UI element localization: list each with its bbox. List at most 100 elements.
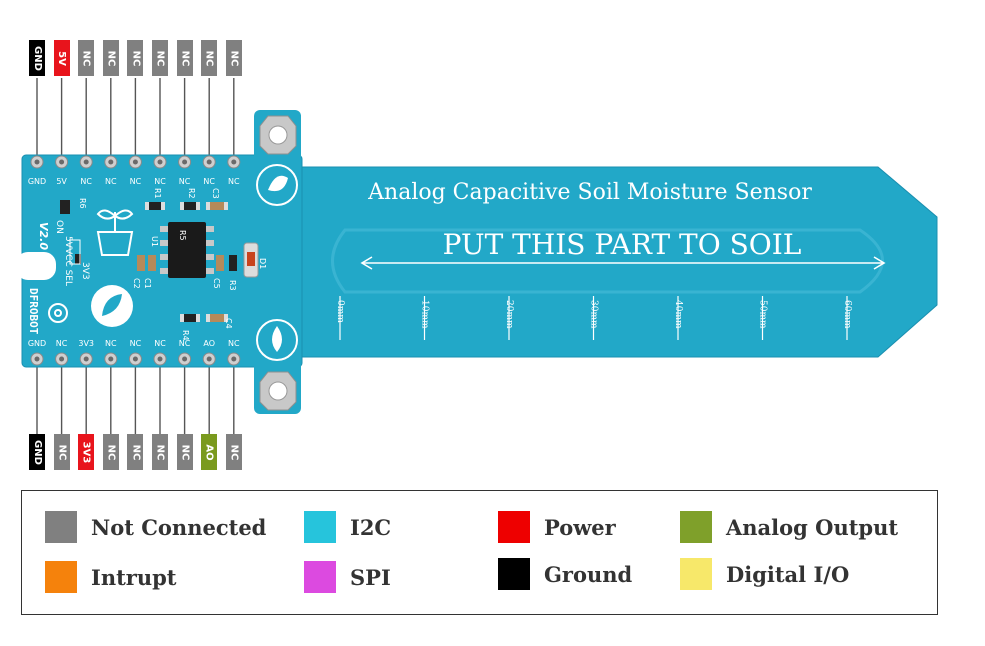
chip-u1 <box>160 222 214 278</box>
pin-hole <box>59 356 65 362</box>
pin-tag-label: NC <box>80 50 92 66</box>
silk-bottom-label: NC <box>130 339 142 348</box>
scale-label: 10mm <box>420 300 430 329</box>
mounting-hole-bottom <box>259 371 297 411</box>
silk-top-label: NC <box>130 177 142 186</box>
silk-bottom-label: AO <box>203 339 215 348</box>
legend-swatch <box>45 511 77 543</box>
insert-arrow <box>360 256 886 270</box>
sprout-emblem-icon <box>96 209 134 256</box>
silk-top-label: GND <box>28 177 46 186</box>
silk-top-label: NC <box>203 177 215 186</box>
pin-hole <box>132 356 138 362</box>
mounting-hole-top <box>259 115 297 155</box>
pin-hole <box>108 356 114 362</box>
component-label: C1 <box>143 278 152 289</box>
leaf-shape <box>268 175 288 192</box>
pin-tag-nc: NC <box>176 40 193 76</box>
board-brand: DFROBOT <box>27 288 40 335</box>
legend-item-spi: SPI <box>304 561 391 593</box>
component-label: R4 <box>181 330 190 341</box>
pin-hole <box>231 356 237 362</box>
board-title: Analog Capacitive Soil Moisture Sensor <box>367 180 812 205</box>
pin-hole <box>231 159 237 165</box>
legend-swatch <box>45 561 77 593</box>
insert-instruction: PUT THIS PART TO SOIL <box>443 228 802 261</box>
pin-hole <box>59 159 65 165</box>
pin-tag-label: 5V <box>56 50 68 66</box>
legend-swatch <box>498 558 530 590</box>
pin-tag-label: NC <box>228 50 240 66</box>
legend-swatch <box>498 511 530 543</box>
legend-swatch <box>680 558 712 590</box>
legend-swatch <box>680 511 712 543</box>
silk-top-label: NC <box>105 177 117 186</box>
legend-label: Power <box>544 514 616 540</box>
pin-tag-3v3: 3V3 <box>78 434 95 470</box>
pin-tag-label: NC <box>179 50 191 66</box>
pin-pads <box>30 155 241 366</box>
silk-bottom-label: NC <box>154 339 166 348</box>
pin-hole <box>34 159 40 165</box>
pin-tag-label: NC <box>154 444 166 460</box>
scale-label: 20mm <box>504 300 514 329</box>
silk-bottom-label: NC <box>228 339 240 348</box>
vcc-3v3-label: 3V3 <box>80 262 90 280</box>
component-label: C2 <box>132 278 141 289</box>
pin-tag-nc: NC <box>127 434 144 470</box>
silk-bottom-label: 3V3 <box>78 339 94 348</box>
legend-label: Digital I/O <box>726 561 850 587</box>
legend-label: SPI <box>350 564 391 590</box>
pin-tag-label: NC <box>105 444 117 460</box>
legend-item-ground: Ground <box>498 558 632 590</box>
component-label: R5 <box>178 230 187 241</box>
component-label: R2 <box>187 188 196 199</box>
pin-tag-nc: NC <box>176 434 193 470</box>
component-label: D1 <box>258 258 267 269</box>
silk-bottom-label: NC <box>179 339 191 348</box>
pin-tag-nc: NC <box>225 40 242 76</box>
pin-tag-gnd: GND <box>29 434 45 470</box>
dfrobot-logo-icon <box>91 285 133 327</box>
legend-swatch <box>304 561 336 593</box>
silk-top-label: 5V <box>56 177 67 186</box>
component-label: C4 <box>224 318 233 329</box>
silk-top-label: NC <box>228 177 240 186</box>
legend-label: Ground <box>544 561 633 587</box>
pin-tag-nc: NC <box>53 434 70 470</box>
vcc-selector-jumper <box>69 239 81 265</box>
pin-tag-nc: NC <box>152 434 168 470</box>
pcb-notch <box>16 252 56 280</box>
scale-label: 0mm <box>335 300 345 323</box>
component-label: R3 <box>228 280 237 291</box>
pin-tag-label: 3V3 <box>80 441 92 463</box>
pin-tag-gnd: GND <box>29 40 45 76</box>
legend-label: Intrupt <box>91 564 177 590</box>
component-label: U1 <box>150 236 159 247</box>
silk-top-label: NC <box>179 177 191 186</box>
pin-tag-label: NC <box>203 50 215 66</box>
pin-wires <box>36 78 235 434</box>
pin-hole <box>83 159 89 165</box>
silk-top-label: NC <box>154 177 166 186</box>
pin-tag-nc: NC <box>225 434 242 470</box>
pin-tag-nc: NC <box>102 434 119 470</box>
pin-tag-label: NC <box>129 50 141 66</box>
pin-tag-ao: AO <box>201 434 218 470</box>
legend-item-i2c: I2C <box>304 511 391 543</box>
silk-bottom-label: NC <box>105 339 117 348</box>
pin-hole <box>34 356 40 362</box>
pin-tag-label: NC <box>154 50 166 66</box>
legend-label: Not Connected <box>91 514 267 540</box>
pin-tag-label: GND <box>31 439 43 465</box>
pin-tag-label: NC <box>56 444 68 460</box>
legend-item-digital-io: Digital I/O <box>680 558 849 590</box>
pin-tag-label: NC <box>105 50 117 66</box>
pin-hole <box>108 159 114 165</box>
pin-tag-label: AO <box>203 443 215 461</box>
silk-bottom-label: NC <box>56 339 68 348</box>
